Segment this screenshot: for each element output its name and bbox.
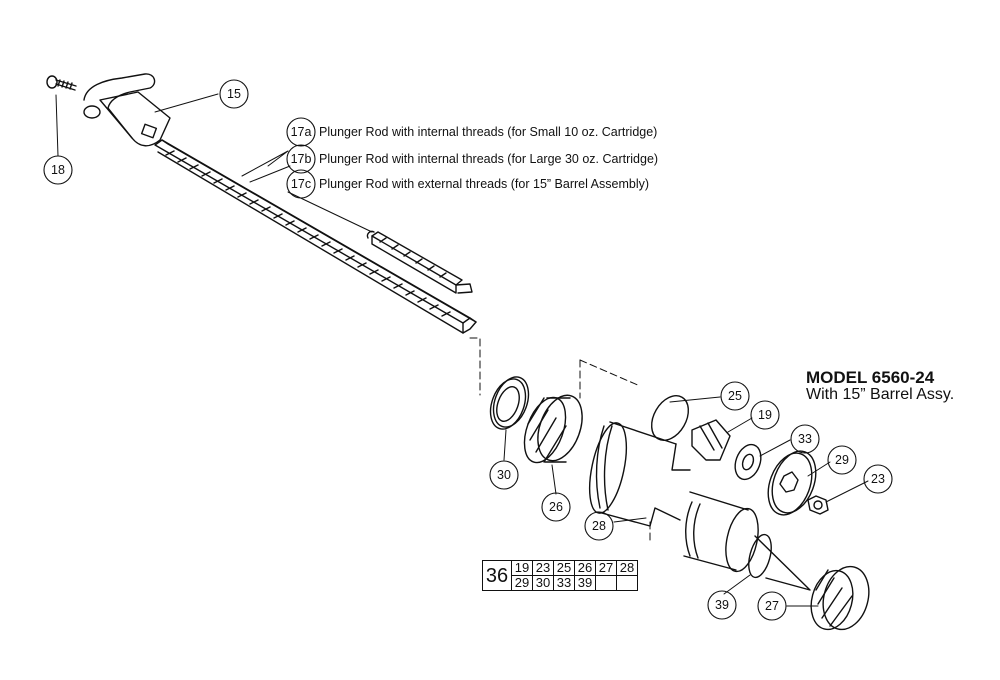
washer-part-30	[489, 376, 530, 430]
kit-cell: 28	[616, 560, 638, 576]
callout-28: 28	[592, 519, 606, 533]
callout-27: 27	[765, 599, 779, 613]
callout-33: 33	[798, 432, 812, 446]
kit-number: 36	[482, 560, 512, 591]
kit-cell	[616, 575, 638, 591]
handle-part-15	[83, 73, 171, 147]
kit-cell: 33	[553, 575, 575, 591]
nut-part-23	[807, 495, 829, 515]
screw-part-18	[46, 75, 77, 91]
callout-17b: 17b	[291, 152, 312, 166]
rod-label-17b: Plunger Rod with internal threads (for L…	[319, 152, 659, 166]
fitting-part-19	[691, 419, 731, 461]
washer-part-39	[748, 533, 811, 591]
callout-17c: 17c	[291, 177, 311, 191]
kit-cell: 27	[595, 560, 617, 576]
callout-29: 29	[835, 453, 849, 467]
kit-cell: 29	[511, 575, 533, 591]
kit-cell: 30	[532, 575, 554, 591]
leader-lines-rod	[55, 93, 373, 233]
callout-39: 39	[715, 598, 729, 612]
seal-part-33	[734, 443, 762, 481]
callout-15: 15	[227, 87, 241, 101]
kit-cell	[595, 575, 617, 591]
callout-circles	[43, 79, 893, 621]
plunger-rod-long	[154, 139, 477, 334]
kit-cell: 26	[574, 560, 596, 576]
leader-lines-parts	[503, 396, 869, 607]
callout-30: 30	[497, 468, 511, 482]
callout-19: 19	[758, 408, 772, 422]
washer-part-25	[650, 395, 690, 441]
kit-cell: 19	[511, 560, 533, 576]
barrel-part-28	[588, 421, 759, 573]
kit-cell: 25	[553, 560, 575, 576]
callout-17a: 17a	[291, 125, 312, 139]
callout-18: 18	[51, 163, 65, 177]
kit-parts-table: 36 19 23 25 26 27 28 29 30 33 39	[482, 560, 638, 591]
rod-label-17c: Plunger Rod with external threads (for 1…	[319, 177, 650, 191]
cap-part-27	[810, 565, 870, 631]
model-title: MODEL 6560-24	[806, 368, 935, 387]
plunger-rod-short-17c	[366, 230, 473, 294]
rod-label-17a: Plunger Rod with internal threads (for S…	[319, 125, 658, 139]
disc-part-29	[767, 450, 817, 516]
callout-23: 23	[871, 472, 885, 486]
callout-25: 25	[728, 389, 742, 403]
kit-cell: 39	[574, 575, 596, 591]
model-subtitle: With 15” Barrel Assy.	[806, 386, 955, 403]
callout-26: 26	[549, 500, 563, 514]
kit-cell: 23	[532, 560, 554, 576]
cap-part-26	[523, 394, 583, 464]
